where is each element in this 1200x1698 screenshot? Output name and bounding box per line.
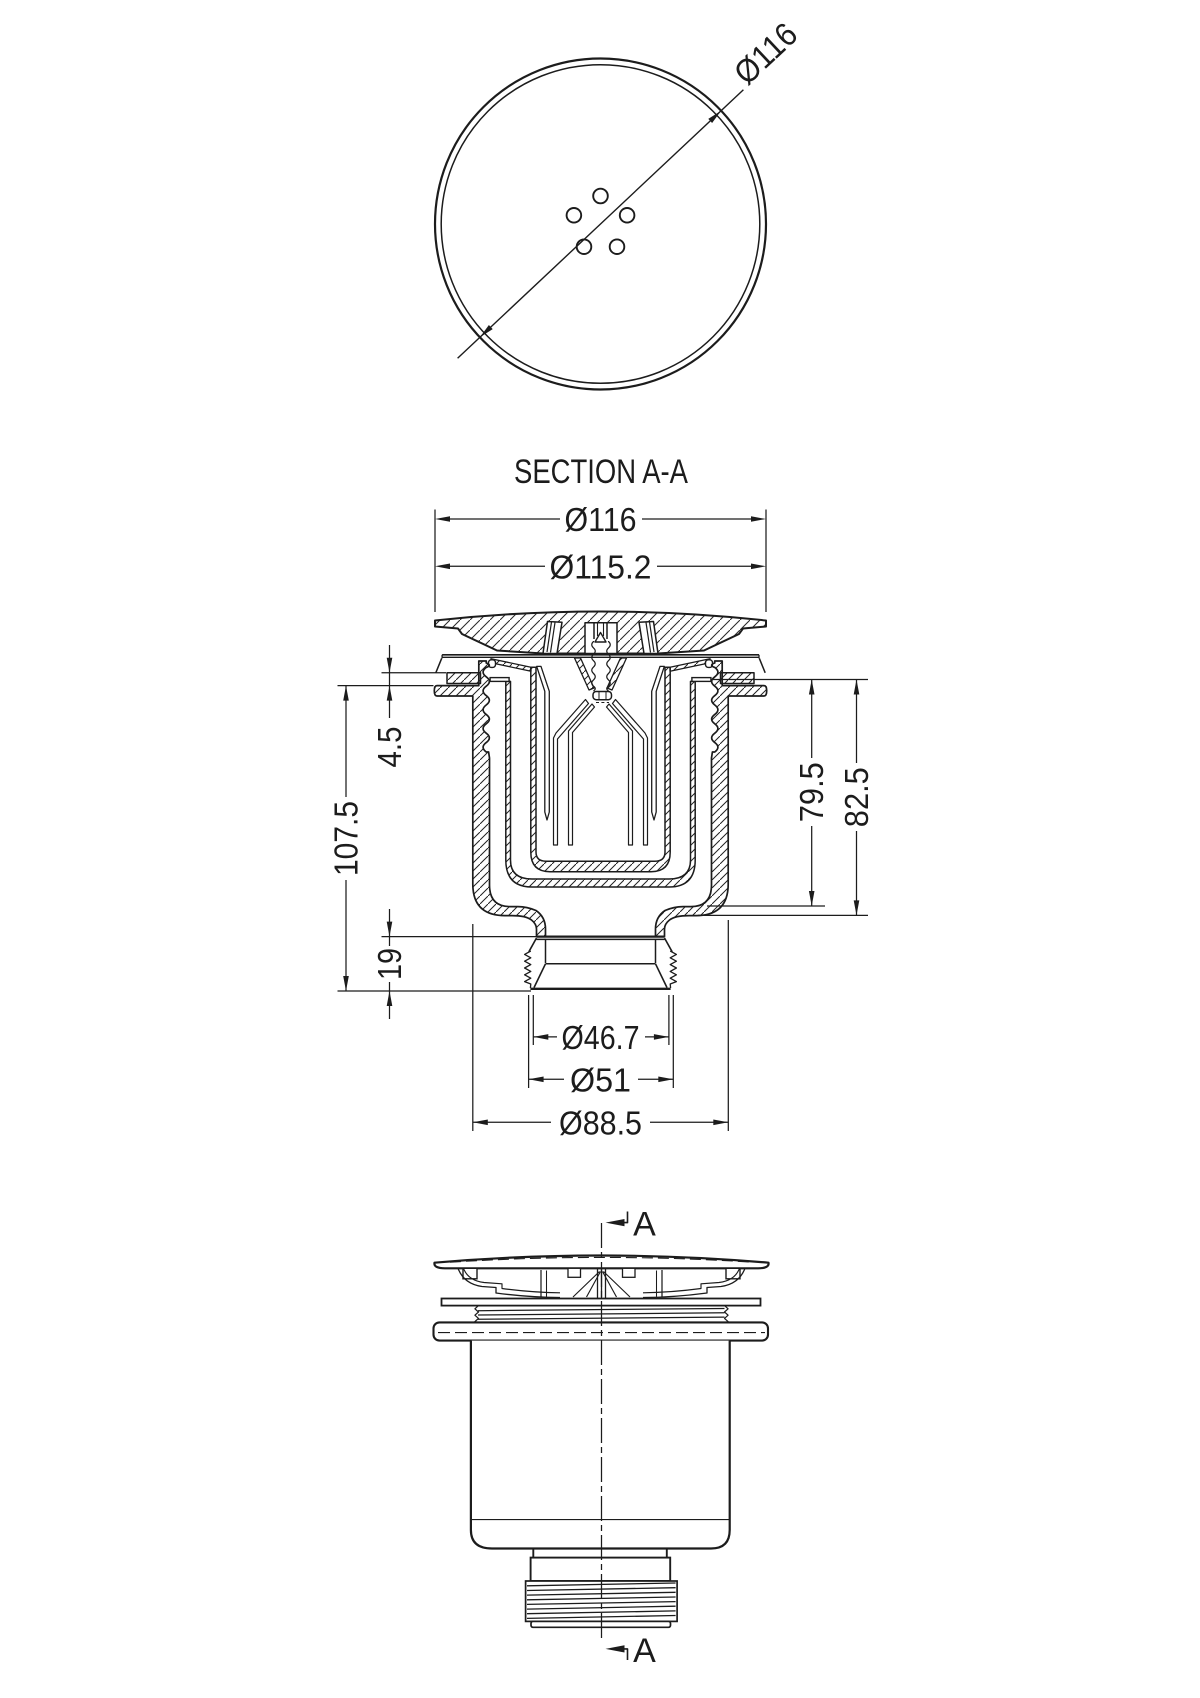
side-body: [469, 1340, 731, 1550]
side-outlet-thread-line: [526, 1610, 676, 1615]
section-dimensions: Ø116 Ø115.2 4.5 107.5 19 79.5 82.5 Ø46.7…: [328, 501, 876, 1141]
side-rib-tab: [621, 1267, 636, 1278]
side-rib-tab: [462, 1267, 478, 1280]
strainer-hole: [592, 187, 609, 205]
top-view-inner-circle: [440, 63, 761, 385]
dim-arrow: [658, 1076, 674, 1083]
dim-arrow: [853, 679, 860, 695]
strainer-hole: [618, 207, 636, 224]
dim-arrow: [386, 921, 393, 937]
dim-arrow: [808, 679, 815, 695]
dim-arrow: [472, 1119, 488, 1126]
section-marker-top: A: [633, 1206, 656, 1244]
side-fan-line: [572, 1271, 602, 1298]
dim-label-body-diameter: Ø88.5: [559, 1104, 642, 1141]
side-view: A A: [432, 1206, 770, 1670]
strainer-hole: [608, 238, 626, 255]
prong-outer-left: [552, 698, 590, 846]
strainer-hole: [575, 238, 593, 255]
outlet-thread: [523, 950, 532, 989]
flange-skirt-right: [758, 658, 766, 674]
side-fan-line: [601, 1271, 631, 1298]
dim-label-outlet-thread: Ø51: [570, 1061, 631, 1098]
clamp-washer-left: [446, 672, 482, 685]
inner-cup: [530, 666, 671, 873]
middle-cup: [505, 680, 696, 888]
dim-arrow: [528, 1076, 544, 1083]
cap-rib-edge: [546, 621, 553, 653]
dim-arrow: [713, 1119, 729, 1126]
cap-rib-edge: [648, 621, 655, 653]
dim-label-cap-outer-diameter: Ø116: [565, 501, 637, 538]
middle-cup-rim: [489, 676, 510, 683]
side-outlet-rim: [530, 1620, 672, 1629]
side-bowl-curve: [457, 1268, 561, 1299]
dim-label-lip-thickness: 4.5: [371, 727, 408, 768]
top-view: Ø116: [433, 15, 804, 391]
section-arrow-bottom: [605, 1645, 625, 1653]
dim-arrow: [533, 1034, 549, 1040]
dim-arrow: [386, 657, 393, 673]
outlet-flank: [663, 937, 673, 953]
flange-skirt-left: [435, 658, 443, 674]
outlet-thread: [669, 950, 678, 989]
dim-arrow: [435, 563, 450, 570]
section-title: SECTION A-A: [514, 453, 688, 491]
clamp-washer-right: [719, 672, 755, 685]
dim-label-outlet-bore: Ø46.7: [562, 1019, 640, 1056]
prong-inner-right: [605, 703, 634, 846]
dim-arrow: [343, 685, 349, 701]
side-lip-ring: [432, 1321, 770, 1342]
throat-cone-right: [606, 657, 628, 691]
side-bowl-curve: [642, 1268, 746, 1299]
outlet-flank: [528, 937, 538, 953]
dim-arrow: [853, 900, 860, 916]
side-outlet-collar: [529, 1556, 672, 1582]
diameter-arrow-start: [479, 325, 493, 338]
outlet-flare: [654, 963, 668, 988]
side-rib-tab: [725, 1267, 741, 1280]
cap-rib-edge: [645, 622, 652, 653]
body-shell-right: [654, 660, 768, 938]
section-view: SECTION A-A Ø116 Ø115.2 4.5 107.5 19 79.…: [328, 453, 876, 1141]
dim-arrow: [751, 563, 766, 570]
dim-label-inner-depth: 79.5: [793, 762, 830, 822]
body-shell-left: [433, 660, 547, 938]
funnel-wall-right: [651, 665, 665, 821]
throat-cone-left: [573, 657, 595, 691]
strainer-hole: [565, 207, 583, 224]
dim-label-outlet-length: 19: [371, 948, 408, 980]
dim-label-total-height: 107.5: [328, 801, 365, 876]
dim-arrow: [653, 1034, 669, 1040]
funnel-wall-left: [536, 665, 550, 821]
prong-outer-right: [611, 698, 649, 846]
prong-inner-left: [567, 703, 596, 846]
dim-label-body-height: 82.5: [838, 767, 875, 827]
section-arrow-top: [605, 1219, 625, 1227]
dim-arrow: [808, 891, 815, 906]
dim-arrow: [343, 976, 349, 991]
dim-arrow: [435, 516, 450, 522]
dim-arrow: [751, 516, 766, 522]
dim-label-flange-diameter: Ø115.2: [550, 548, 652, 585]
top-view-diameter-line: [457, 89, 744, 359]
section-marker-bottom: A: [633, 1632, 656, 1670]
screw-nut: [592, 690, 613, 701]
middle-cup-rim: [691, 676, 712, 683]
outlet-flare: [533, 963, 547, 988]
cap-rib-edge: [549, 622, 556, 653]
screw-tip: [594, 631, 607, 643]
diameter-arrow-end: [708, 110, 722, 123]
side-rib-tab: [567, 1267, 582, 1278]
